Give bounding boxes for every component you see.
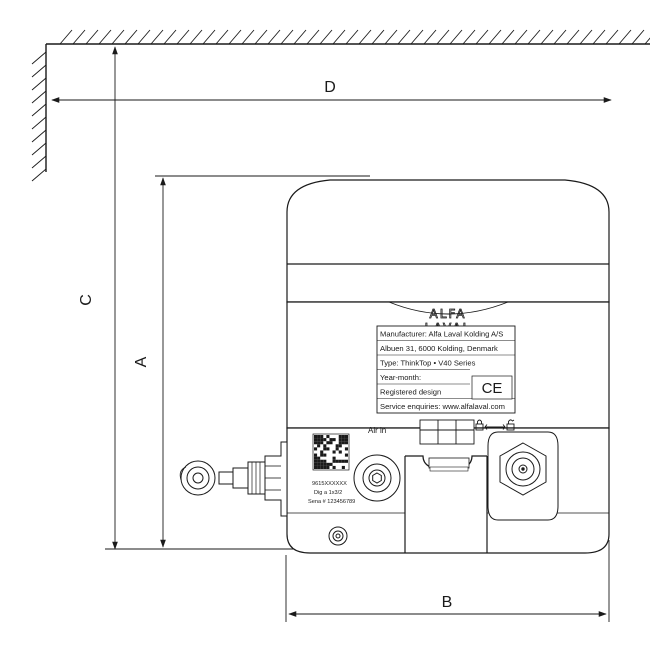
qr-cell [332,438,336,442]
dimension-c-label: C [78,294,95,306]
qr-cell [317,459,321,463]
nameplate: Manufacturer: Alfa Laval Kolding A/S Albu… [376,325,516,414]
qr-cell [341,435,345,439]
side-cable-connector [179,441,288,517]
qr-cell [338,450,342,454]
nameplate-row: Year-month: [380,373,421,382]
qr-cell [320,435,324,439]
svg-text:9615XXXXXX: 9615XXXXXX [312,481,347,487]
qr-code [312,433,350,471]
qr-cell [320,438,324,442]
qr-cell [341,465,345,469]
lock-closed-icon [475,419,484,431]
top-cover [286,179,610,303]
qr-cell [314,441,318,445]
nameplate-row: Registered design [380,388,441,397]
main-fitting [487,431,559,521]
qr-cell [344,438,348,442]
qr-cell [338,459,342,463]
qr-cell [314,453,318,457]
qr-cell [314,456,318,460]
dimension-a-label: A [133,356,150,367]
qr-cell [323,444,327,448]
led-indicator [419,419,475,445]
nameplate-row: Type: ThinkTop • V40 Series [380,359,476,368]
qr-cell [314,438,318,442]
qr-cell [335,459,339,463]
bottom-screw [328,526,348,546]
qr-cell [326,447,330,451]
qr-cell [326,465,330,469]
qr-cell [332,456,336,460]
qr-cell [320,453,324,457]
qr-cell [323,465,327,469]
qr-cell [344,459,348,463]
lock-open-icon [506,419,515,431]
qr-cell [317,435,321,439]
qr-cell [344,453,348,457]
qr-cell [317,462,321,466]
qr-cell [329,441,333,445]
qr-cell [323,459,327,463]
qr-cell [317,465,321,469]
qr-cell [320,459,324,463]
nameplate-row: Albuen 31, 6000 Kolding, Denmark [380,344,498,353]
qr-cell [314,462,318,466]
qr-cell [344,447,348,451]
serial-label: 9615XXXXXX Dig a 1x3/2 Sena # 123456789 [308,481,355,505]
ce-mark-icon: CE [471,375,513,400]
svg-text:Sena # 123456789: Sena # 123456789 [308,499,355,505]
qr-cell [323,453,327,457]
qr-cell [326,462,330,466]
qr-cell [314,459,318,463]
air-in-label: Air in [368,426,386,435]
qr-cell [335,447,339,451]
qr-cell [332,465,336,469]
qr-cell [338,435,342,439]
qr-cell [320,450,324,454]
qr-cell [329,438,333,442]
qr-cell [320,441,324,445]
qr-cell [338,441,342,445]
qr-cell [341,438,345,442]
dimension-b-label: B [442,594,453,611]
dimension-c [105,46,305,550]
nameplate-row: Manufacturer: Alfa Laval Kolding A/S [380,330,503,339]
qr-cell [326,441,330,445]
qr-cell [341,441,345,445]
wall-ceiling-hatch [31,29,650,182]
svg-text:ALFA: ALFA [430,307,467,321]
nameplate-row: Service enquiries: www.alfalaval.com [380,402,505,411]
qr-cell [338,438,342,442]
qr-cell [323,447,327,451]
air-inlet-port [353,454,401,502]
arrow-both-icon [484,424,506,430]
qr-cell [323,438,327,442]
qr-cell [323,462,327,466]
svg-text:CE: CE [482,380,503,397]
qr-cell [320,465,324,469]
qr-cell [329,462,333,466]
qr-cell [314,465,318,469]
qr-cell [338,444,342,448]
qr-cell [320,462,324,466]
dimension-b [285,540,610,622]
qr-cell [335,444,339,448]
qr-cell [317,456,321,460]
qr-cell [314,447,318,451]
qr-cell [317,444,321,448]
qr-cell [317,438,321,442]
qr-cell [332,459,336,463]
dimension-d-label: D [324,79,336,96]
qr-cell [332,450,336,454]
qr-cell [317,441,321,445]
qr-cell [314,435,318,439]
qr-cell [341,459,345,463]
svg-text:Dig a 1x3/2: Dig a 1x3/2 [314,490,342,496]
qr-cell [326,435,330,439]
qr-cell [344,435,348,439]
qr-cell [344,441,348,445]
dimension-a [155,175,370,548]
